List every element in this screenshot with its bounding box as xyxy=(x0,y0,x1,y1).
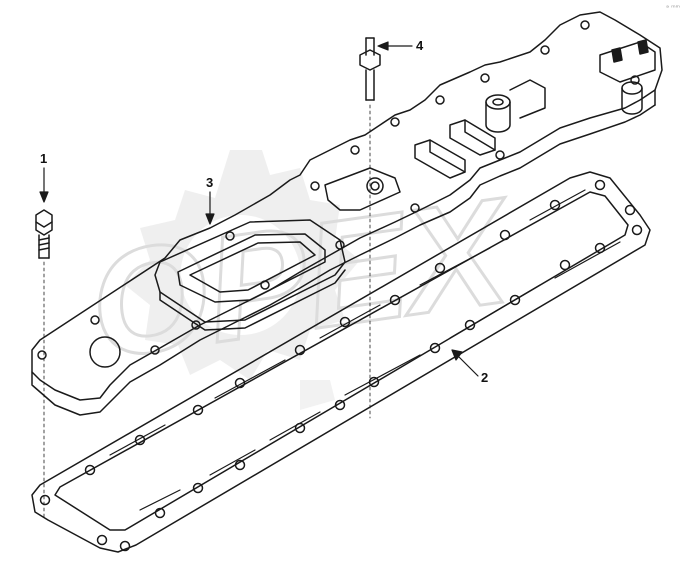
callout-4: 4 xyxy=(416,38,424,53)
watermark-gear xyxy=(125,150,360,380)
leader-lines xyxy=(43,104,371,521)
gasket-slots xyxy=(109,189,621,511)
cover-raised-frame xyxy=(154,219,346,331)
callout-1: 1 xyxy=(40,151,48,166)
cover-top-outline xyxy=(31,11,663,401)
cover-port xyxy=(89,336,121,368)
callout-2: 2 xyxy=(481,370,489,385)
cover-small-plate xyxy=(324,167,401,211)
stud-bolt xyxy=(359,37,381,101)
gasket-holes xyxy=(39,179,643,552)
callout-arrows xyxy=(39,41,479,377)
gasket-inner-edge xyxy=(54,191,629,531)
bolt-left xyxy=(35,209,53,259)
cover-brackets xyxy=(414,119,496,179)
callout-3: 3 xyxy=(206,175,214,190)
cover-plate xyxy=(31,11,663,416)
line-art xyxy=(31,11,663,553)
cover-bottom-edge xyxy=(31,104,656,416)
cover-boss xyxy=(485,79,546,133)
cover-holes xyxy=(37,20,640,360)
cover-right-fittings xyxy=(599,39,656,115)
gasket-outer-edge xyxy=(31,171,651,553)
watermark-gear-2 xyxy=(300,380,335,410)
corner-mark: ᵃ ᵐᵐ xyxy=(666,4,680,12)
gasket xyxy=(31,171,651,553)
